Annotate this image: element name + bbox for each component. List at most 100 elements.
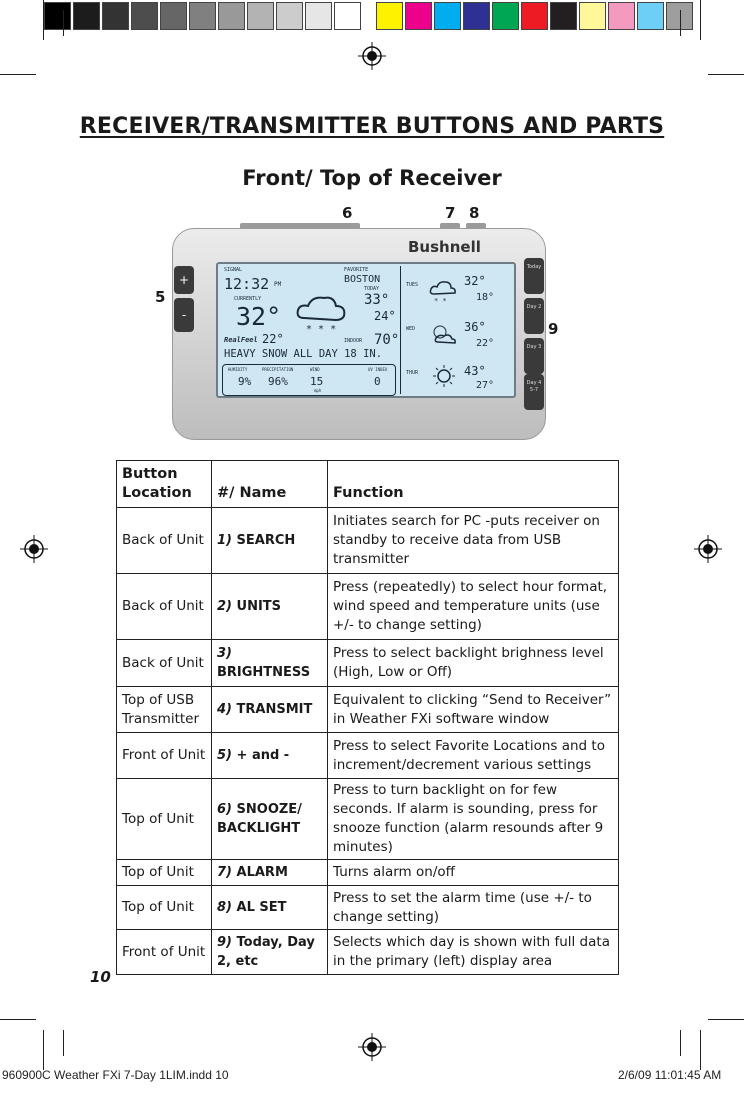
header-name: #/ Name bbox=[211, 460, 328, 508]
color-swatch bbox=[521, 2, 548, 30]
button-name: Today, Day 2, etc bbox=[217, 935, 315, 969]
cell-function: Press to select Favorite Locations and t… bbox=[327, 732, 619, 779]
sun-icon bbox=[433, 365, 455, 387]
table-row: Back of Unit 2) UNITS Press (repeatedly)… bbox=[116, 573, 619, 640]
crop-mark bbox=[700, 0, 701, 40]
today-hi: 33° bbox=[364, 292, 390, 308]
color-swatch bbox=[189, 2, 216, 30]
cell-location: Back of Unit bbox=[116, 639, 212, 687]
today-button[interactable]: Today bbox=[524, 258, 544, 294]
cell-location: Front of Unit bbox=[116, 732, 212, 779]
forecast-text: HEAVY SNOW ALL DAY 18 IN. bbox=[224, 348, 383, 360]
cell-name: 3) BRIGHTNESS bbox=[211, 639, 328, 687]
day-name: WED bbox=[406, 326, 416, 332]
button-name: + and - bbox=[236, 748, 290, 763]
clock-pm: PM bbox=[274, 281, 282, 288]
crop-mark bbox=[708, 1019, 744, 1020]
alarm-button[interactable] bbox=[440, 223, 460, 229]
header-location: Button Location bbox=[116, 460, 212, 508]
day-lo: 27° bbox=[476, 380, 495, 391]
crop-mark bbox=[680, 1030, 681, 1056]
indoor-label: INDOOR bbox=[344, 338, 363, 344]
signal-label: SIGNAL bbox=[224, 267, 243, 273]
table-row: Top of Unit 7) ALARM Turns alarm on/off bbox=[116, 859, 619, 886]
cell-name: 7) ALARM bbox=[211, 859, 328, 886]
currently-label: CURRENTLY bbox=[234, 296, 262, 302]
cell-function: Selects which day is shown with full dat… bbox=[327, 929, 619, 975]
crop-mark bbox=[708, 74, 744, 75]
uv-value: 0 bbox=[374, 375, 381, 388]
snow-cloud-icon: * * * bbox=[296, 296, 346, 335]
snow-cloud-icon: * * bbox=[429, 281, 456, 304]
minus-button[interactable]: - bbox=[174, 298, 194, 332]
row-number: 3) bbox=[217, 646, 232, 661]
day-4-button[interactable]: Day 4 5-7 bbox=[524, 374, 544, 410]
today-label: TODAY bbox=[364, 286, 380, 292]
row-number: 7) bbox=[217, 865, 232, 880]
day-2-button[interactable]: Day 2 bbox=[524, 298, 544, 334]
al-set-button[interactable] bbox=[466, 223, 486, 229]
crop-mark bbox=[0, 1019, 36, 1020]
registration-mark-icon bbox=[358, 42, 386, 70]
color-swatch bbox=[73, 2, 100, 30]
favorite-label: FAVORITE bbox=[344, 267, 369, 273]
cell-name: 2) UNITS bbox=[211, 573, 328, 640]
button-name: SNOOZE/ BACKLIGHT bbox=[217, 802, 302, 836]
day-hi: 36° bbox=[464, 320, 486, 334]
button-name: AL SET bbox=[236, 900, 287, 915]
registration-mark-icon bbox=[694, 535, 722, 563]
day-3-button[interactable]: Day 3 bbox=[524, 338, 544, 374]
snooze-backlight-button[interactable] bbox=[240, 223, 360, 229]
color-swatch bbox=[405, 2, 432, 30]
table-row: Back of Unit 3) BRIGHTNESS Press to sele… bbox=[116, 639, 619, 687]
crop-mark bbox=[63, 10, 64, 36]
cell-name: 9) Today, Day 2, etc bbox=[211, 929, 328, 975]
day-lo: 22° bbox=[476, 338, 495, 349]
callout-6: 6 bbox=[342, 204, 353, 222]
realfeel-value: 22° bbox=[262, 332, 284, 346]
cell-function: Press to turn backlight on for few secon… bbox=[327, 778, 619, 860]
file-slug: 960900C Weather FXi 7-Day 1LIM.indd 10 bbox=[2, 1068, 229, 1082]
city-name: BOSTON bbox=[344, 274, 381, 285]
row-number: 1) bbox=[217, 533, 232, 548]
today-lo: 24° bbox=[374, 309, 396, 323]
color-swatch bbox=[666, 2, 693, 30]
uv-label: UV INDEX bbox=[368, 367, 388, 372]
cell-location: Top of USB Transmitter bbox=[116, 686, 212, 733]
color-swatch bbox=[218, 2, 245, 30]
table-row: Top of Unit 6) SNOOZE/ BACKLIGHT Press t… bbox=[116, 778, 619, 860]
table-row: Top of USB Transmitter 4) TRANSMIT Equiv… bbox=[116, 686, 619, 733]
wind-unit: mph bbox=[314, 388, 322, 393]
crop-mark bbox=[680, 10, 681, 36]
cell-location: Top of Unit bbox=[116, 885, 212, 930]
day-hi: 32° bbox=[464, 274, 486, 288]
cell-name: 4) TRANSMIT bbox=[211, 686, 328, 733]
color-swatch bbox=[463, 2, 490, 30]
color-swatch bbox=[305, 2, 332, 30]
page-number: 10 bbox=[90, 968, 111, 986]
registration-mark-icon bbox=[20, 535, 48, 563]
color-swatch bbox=[608, 2, 635, 30]
precip-label: PRECIPITATION bbox=[262, 367, 294, 372]
button-name: SEARCH bbox=[236, 533, 296, 548]
button-name: TRANSMIT bbox=[236, 702, 313, 717]
cell-function: Equivalent to clicking “Send to Receiver… bbox=[327, 686, 619, 733]
callout-8: 8 bbox=[469, 204, 480, 222]
indoor-temp: 70° bbox=[374, 332, 400, 348]
conditions-panel bbox=[222, 364, 396, 396]
crop-mark bbox=[43, 0, 44, 40]
row-number: 8) bbox=[217, 900, 232, 915]
button-name: UNITS bbox=[236, 599, 282, 614]
color-swatch bbox=[102, 2, 129, 30]
table-row: Front of Unit 5) + and - Press to select… bbox=[116, 732, 619, 779]
cell-location: Back of Unit bbox=[116, 507, 212, 574]
color-swatch bbox=[550, 2, 577, 30]
svg-text:* * *: * * * bbox=[306, 324, 336, 335]
forecast-divider bbox=[400, 266, 401, 394]
row-number: 6) bbox=[217, 802, 232, 817]
plus-button[interactable]: + bbox=[174, 266, 194, 294]
table-row: Back of Unit 1) SEARCH Initiates search … bbox=[116, 507, 619, 574]
cell-name: 6) SNOOZE/ BACKLIGHT bbox=[211, 778, 328, 860]
color-swatch bbox=[160, 2, 187, 30]
table-row: Front of Unit 9) Today, Day 2, etc Selec… bbox=[116, 929, 619, 975]
